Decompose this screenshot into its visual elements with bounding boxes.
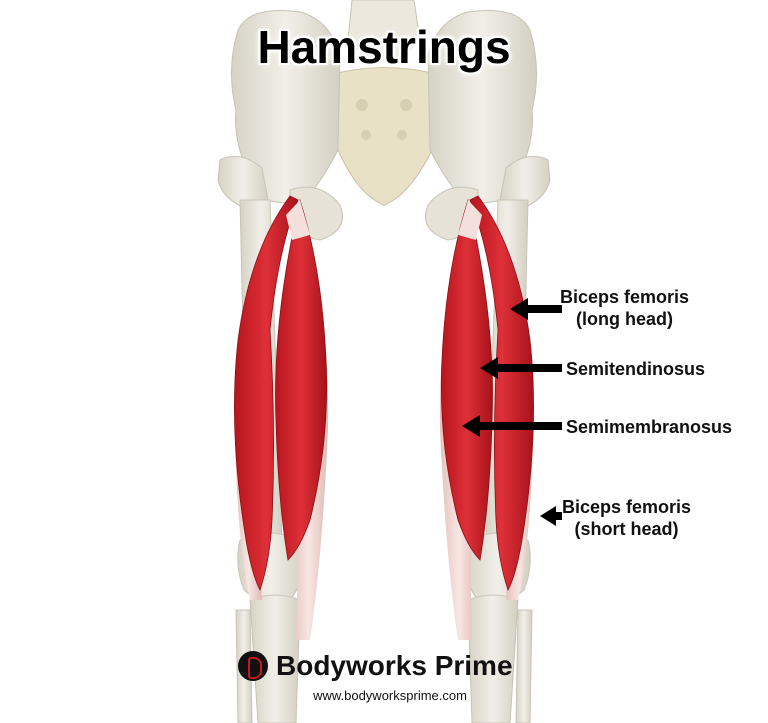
arrow-biceps-long — [510, 298, 562, 320]
spine — [347, 0, 421, 61]
arrow-semitendinosus — [480, 357, 562, 379]
brand-name: Bodyworks Prime — [276, 650, 513, 681]
label-biceps-femoris-short: Biceps femoris (short head) — [562, 496, 691, 540]
label-line: Biceps femoris — [560, 287, 690, 307]
page-title: Hamstrings — [257, 21, 511, 73]
label-line: (long head) — [576, 309, 674, 329]
arrow-biceps-short — [540, 506, 562, 526]
brand-url: www.bodyworksprime.com — [313, 688, 467, 703]
hamstrings-left — [234, 195, 329, 640]
label-line: Biceps femoris — [562, 497, 692, 517]
label-semitendinosus: Semitendinosus — [566, 359, 706, 379]
arrow-semimembranosus — [462, 415, 562, 437]
hamstrings-right — [439, 195, 534, 640]
label-line: (short head) — [574, 519, 679, 539]
brand-icon — [238, 651, 268, 681]
brand-logo-block: Bodyworks Prime — [238, 646, 513, 686]
sacrum — [329, 67, 441, 206]
lower-leg-right — [467, 594, 533, 723]
label-biceps-femoris-long: Biceps femoris (long head) — [560, 286, 689, 330]
label-semimembranosus: Semimembranosus — [566, 417, 733, 437]
